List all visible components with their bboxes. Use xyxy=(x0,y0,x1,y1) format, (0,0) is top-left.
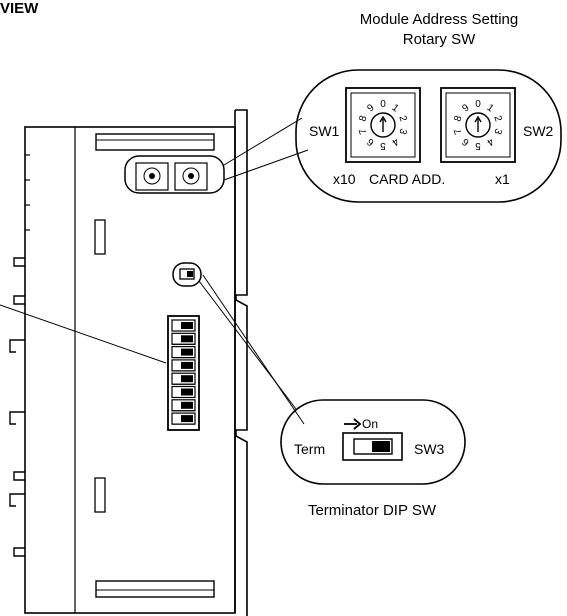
dial-digit: 4 xyxy=(484,136,495,148)
leader-lines xyxy=(0,117,309,425)
terminator-caption: Terminator DIP SW xyxy=(308,502,437,519)
dial-digit: 8 xyxy=(357,114,369,123)
dial-digit: 2 xyxy=(396,114,408,123)
dial-digit: 9 xyxy=(460,102,471,114)
x1-label: x1 xyxy=(495,171,510,187)
dial-digit: 7 xyxy=(357,127,369,136)
dial-digit: 8 xyxy=(452,114,464,123)
dial-digit: 9 xyxy=(365,102,376,114)
dip-switch-small xyxy=(172,262,202,287)
dial-digit: 5 xyxy=(380,140,386,151)
left-connector-notches xyxy=(9,257,25,557)
terminal-cell xyxy=(171,412,196,425)
sw2-label: SW2 xyxy=(523,123,554,139)
rotary-title-line1: Module Address Setting xyxy=(360,11,518,28)
dial-digit: 6 xyxy=(460,135,471,147)
on-arrow-icon xyxy=(344,418,362,430)
terminal-cell xyxy=(171,359,196,372)
dial-digit: 0 xyxy=(380,99,386,110)
upper-slot xyxy=(94,219,106,255)
dial-digit: 3 xyxy=(491,127,503,136)
terminal-cell xyxy=(171,399,196,412)
dial-digit: 5 xyxy=(475,140,481,151)
dial-digit: 4 xyxy=(389,136,400,148)
terminal-cell xyxy=(171,346,196,359)
sw3-label: SW3 xyxy=(414,441,445,457)
dial-digit: 3 xyxy=(396,127,408,136)
lower-slot xyxy=(94,477,106,513)
terminal-cell xyxy=(171,332,196,345)
dial-digit: 0 xyxy=(475,99,481,110)
card-add-label: CARD ADD. xyxy=(369,171,445,187)
x10-label: x10 xyxy=(333,171,356,187)
dip-sw-callout: On Term SW3 Terminator DIP SW xyxy=(280,399,466,519)
dial-digit: 1 xyxy=(390,102,401,114)
terminal-cell xyxy=(171,372,196,385)
term-label: Term xyxy=(294,441,325,457)
dial-digit: 7 xyxy=(452,127,464,136)
terminal-block xyxy=(167,315,200,431)
dial-digit: 1 xyxy=(485,102,496,114)
module-body xyxy=(9,109,248,616)
rotary-sw-callout: Module Address Setting Rotary SW SW1 SW2… xyxy=(295,11,562,203)
view-heading: VIEW xyxy=(0,0,39,17)
dial-digit: 6 xyxy=(365,135,376,147)
dial-digit: 2 xyxy=(491,114,503,123)
on-label: On xyxy=(362,417,378,431)
terminal-cell xyxy=(171,385,196,399)
dip-switch-large xyxy=(342,432,403,461)
rotary-title-line2: Rotary SW xyxy=(403,31,476,48)
rotary-switch-housing xyxy=(124,155,225,194)
terminal-cell xyxy=(171,319,196,332)
sw1-label: SW1 xyxy=(309,123,340,139)
